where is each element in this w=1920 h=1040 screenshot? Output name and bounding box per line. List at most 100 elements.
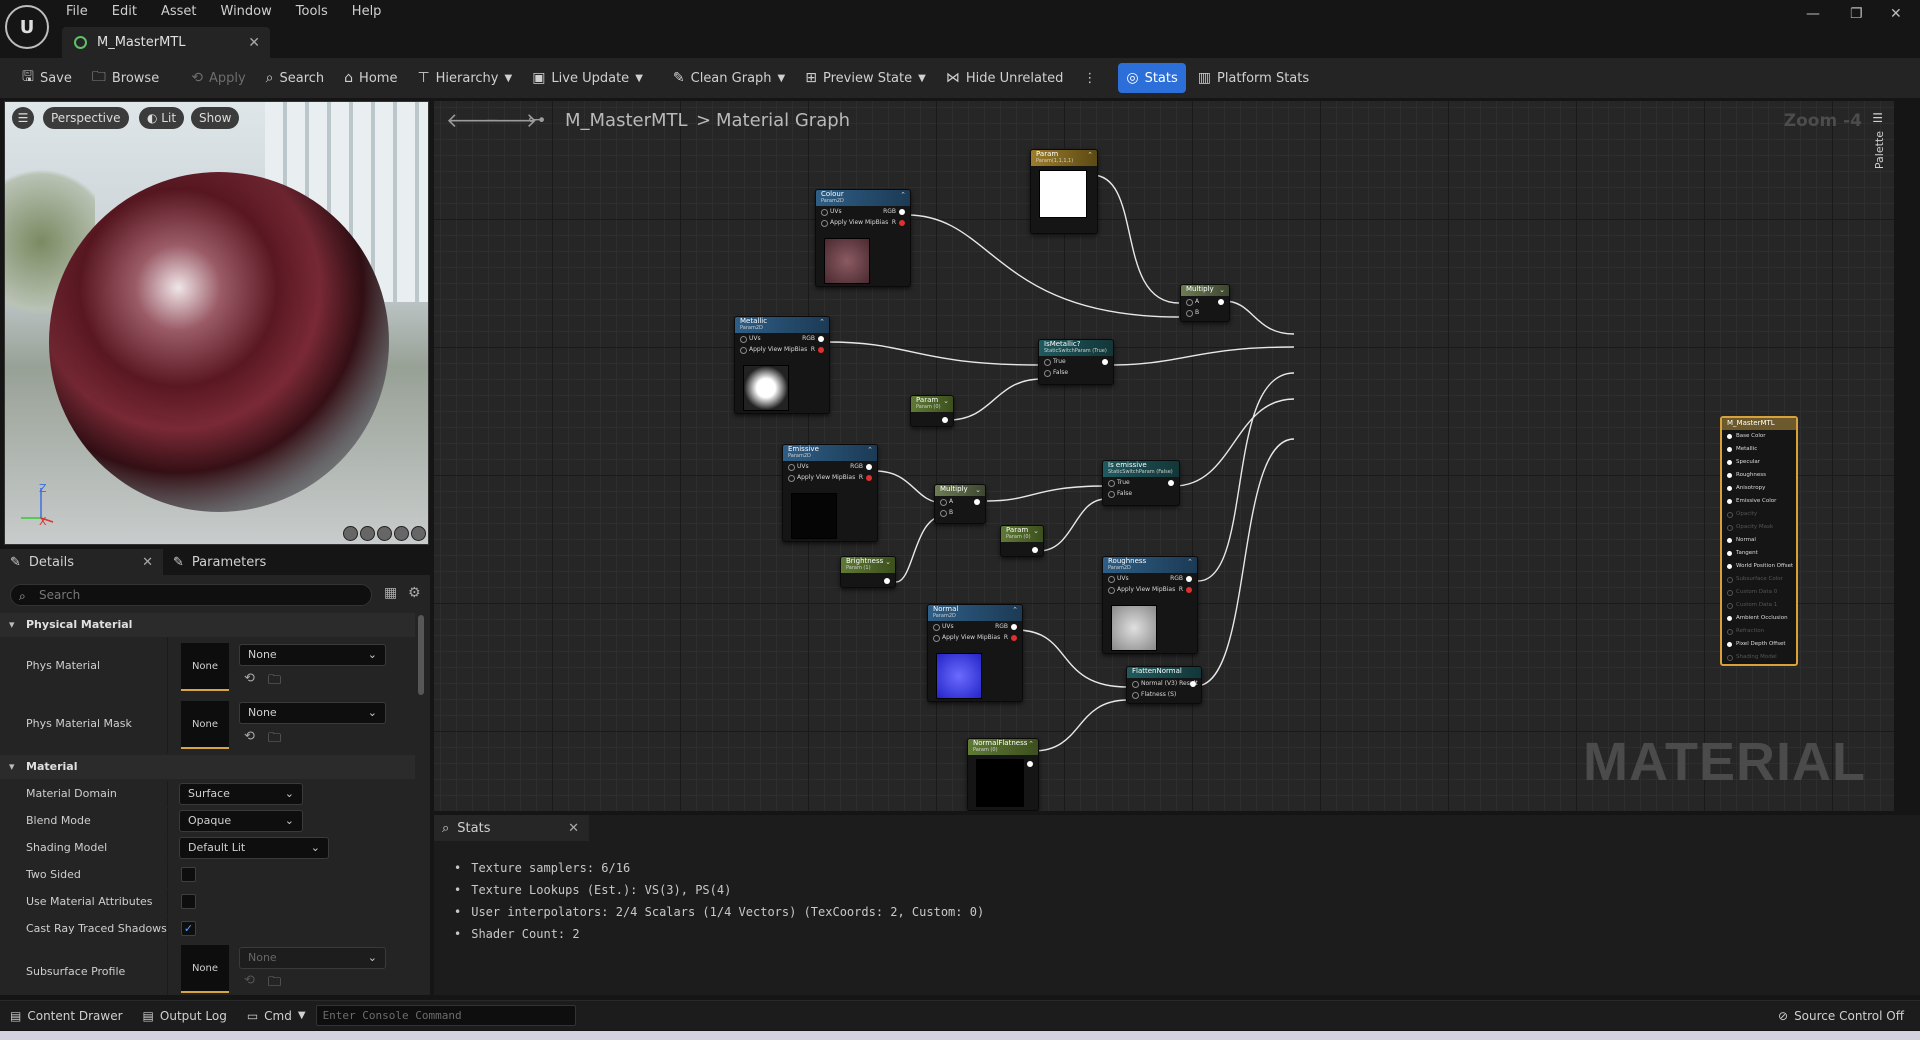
- collapse-icon[interactable]: ⌃: [900, 192, 906, 199]
- save-button[interactable]: 🖫Save: [14, 63, 80, 93]
- node-pin-uvs[interactable]: UVsRGB: [783, 461, 877, 472]
- stats-button[interactable]: ◎Stats: [1118, 63, 1185, 93]
- close-icon[interactable]: ✕: [568, 821, 579, 836]
- collapse-icon[interactable]: ⌄: [1033, 528, 1039, 535]
- search-button[interactable]: ⌕Search: [258, 63, 333, 93]
- pin-dot[interactable]: [1186, 576, 1192, 582]
- pin-dot[interactable]: [818, 336, 824, 342]
- node-colour-texture[interactable]: ColourParam2D⌃ UVsRGB Apply View MipBias…: [815, 189, 911, 287]
- preview-mesh-icon[interactable]: [411, 526, 426, 541]
- node-brightness[interactable]: BrightnessParam (1)⌄: [840, 556, 896, 588]
- preview-mesh-selector[interactable]: [336, 526, 426, 542]
- material-graph-canvas[interactable]: 🡐 🡒 ⊶ M_MasterMTL > Material Graph Zoom …: [434, 101, 1894, 811]
- category-physical-material[interactable]: Physical Material: [0, 613, 415, 637]
- master-input-pin[interactable]: Refraction: [1722, 625, 1796, 638]
- pin-dot[interactable]: [942, 417, 948, 423]
- console-command-input[interactable]: Enter Console Command: [316, 1005, 576, 1026]
- phys-material-dropdown[interactable]: None⌄: [239, 644, 386, 666]
- node-pin-b[interactable]: B: [1181, 307, 1229, 318]
- pin-dot[interactable]: [1190, 681, 1196, 687]
- live-update-button[interactable]: ▣Live Update▼: [524, 63, 651, 93]
- clean-graph-button[interactable]: ✎Clean Graph▼: [665, 63, 793, 93]
- node-pin-uvs[interactable]: UVsRGB: [816, 206, 910, 217]
- pin-dot[interactable]: [1168, 480, 1174, 486]
- master-input-pin[interactable]: Pixel Depth Offset: [1722, 638, 1796, 651]
- node-pin-mipbias[interactable]: Apply View MipBiasR: [735, 344, 829, 355]
- blend-mode-dropdown[interactable]: Opaque⌄: [179, 810, 303, 832]
- collapse-icon[interactable]: ⌃: [867, 447, 873, 454]
- details-scrollbar[interactable]: [418, 615, 424, 695]
- pin-dot[interactable]: [1011, 624, 1017, 630]
- node-pin-mipbias[interactable]: Apply View MipBiasR: [783, 472, 877, 483]
- stats-tab[interactable]: ⌕ Stats ✕: [434, 815, 589, 841]
- node-pin-uvs[interactable]: UVsRGB: [928, 621, 1022, 632]
- lit-button[interactable]: ◐ Lit: [139, 107, 184, 129]
- use-material-attributes-checkbox[interactable]: [181, 894, 196, 909]
- node-pin-a[interactable]: A: [935, 496, 985, 507]
- menu-tools[interactable]: Tools: [296, 1, 328, 23]
- source-control-button[interactable]: ⊘Source Control Off: [1768, 1001, 1914, 1031]
- output-log-button[interactable]: ▤Output Log: [133, 1001, 237, 1031]
- preview-sphere-icon[interactable]: [360, 526, 375, 541]
- node-normalflatness[interactable]: NormalFlatnessParam (0)⌃: [967, 738, 1039, 811]
- platform-stats-button[interactable]: ▥Platform Stats: [1190, 63, 1317, 93]
- category-material[interactable]: Material: [0, 755, 415, 779]
- master-input-pin[interactable]: Base Color: [1722, 430, 1796, 443]
- master-input-pin[interactable]: Emissive Color: [1722, 495, 1796, 508]
- viewport-menu-icon[interactable]: ☰: [12, 107, 34, 129]
- node-roughness-texture[interactable]: RoughnessParam2D⌃ UVsRGB Apply View MipB…: [1102, 556, 1198, 654]
- master-input-pin[interactable]: Roughness: [1722, 469, 1796, 482]
- browse-asset-icon[interactable]: 🗀: [268, 671, 281, 693]
- hierarchy-button[interactable]: ⊤Hierarchy▼: [409, 63, 520, 93]
- pin-dot[interactable]: [1027, 761, 1033, 767]
- node-pin-flatness[interactable]: Flatness (S): [1127, 689, 1201, 700]
- menu-edit[interactable]: Edit: [112, 1, 137, 23]
- node-pin-uvs[interactable]: UVsRGB: [1103, 573, 1197, 584]
- subsurface-profile-dropdown[interactable]: None⌄: [239, 947, 386, 969]
- master-input-pin[interactable]: Tangent: [1722, 547, 1796, 560]
- master-input-pin[interactable]: Opacity Mask: [1722, 521, 1796, 534]
- settings-gear-icon[interactable]: ⚙: [408, 585, 421, 601]
- content-drawer-button[interactable]: ▤Content Drawer: [0, 1001, 133, 1031]
- minimize-button[interactable]: —: [1806, 6, 1820, 22]
- pin-dot[interactable]: [974, 499, 980, 505]
- close-window-button[interactable]: ✕: [1890, 6, 1902, 22]
- close-icon[interactable]: ✕: [142, 555, 153, 570]
- browse-asset-icon[interactable]: 🗀: [268, 973, 281, 995]
- table-view-icon[interactable]: ▦: [384, 585, 397, 601]
- master-input-pin[interactable]: Custom Data 0: [1722, 586, 1796, 599]
- node-param-2[interactable]: ParamParam (0)⌄: [1000, 525, 1044, 557]
- node-pin-false[interactable]: False: [1103, 488, 1179, 499]
- node-pin-mipbias[interactable]: Apply View MipBiasR: [928, 632, 1022, 643]
- collapse-icon[interactable]: ⌃: [1087, 152, 1093, 159]
- home-button[interactable]: ⌂Home: [336, 63, 405, 93]
- details-search-input[interactable]: ⌕Search: [10, 584, 372, 606]
- pin-dot[interactable]: [899, 209, 905, 215]
- master-input-pin[interactable]: Opacity: [1722, 508, 1796, 521]
- hide-unrelated-button[interactable]: ⋈Hide Unrelated: [938, 63, 1072, 93]
- master-input-pin[interactable]: Anisotropy: [1722, 482, 1796, 495]
- show-button[interactable]: Show: [191, 107, 239, 129]
- apply-button[interactable]: ⟲Apply: [183, 63, 253, 93]
- preview-state-button[interactable]: ⊞Preview State▼: [797, 63, 934, 93]
- master-input-pin[interactable]: Custom Data 1: [1722, 599, 1796, 612]
- node-flattennormal[interactable]: FlattenNormal Normal (V3) Result Flatnes…: [1126, 666, 1202, 704]
- preview-cube-icon[interactable]: [394, 526, 409, 541]
- menu-asset[interactable]: Asset: [161, 1, 197, 23]
- subsurface-profile-thumbnail[interactable]: None: [181, 945, 229, 993]
- node-pin-true[interactable]: True: [1103, 477, 1179, 488]
- cast-ray-traced-shadows-checkbox[interactable]: ✓: [181, 921, 196, 936]
- master-input-pin[interactable]: Ambient Occlusion: [1722, 612, 1796, 625]
- master-input-pin[interactable]: Metallic: [1722, 443, 1796, 456]
- node-pin-false[interactable]: False: [1039, 367, 1113, 378]
- node-pin-uvs[interactable]: UVsRGB: [735, 333, 829, 344]
- preview-cylinder-icon[interactable]: [343, 526, 358, 541]
- close-tab-icon[interactable]: ✕: [248, 35, 260, 51]
- collapse-icon[interactable]: ⌃: [1028, 741, 1034, 748]
- master-input-pin[interactable]: Specular: [1722, 456, 1796, 469]
- pin-dot[interactable]: [1102, 359, 1108, 365]
- master-input-pin[interactable]: Subsurface Color: [1722, 573, 1796, 586]
- browse-asset-icon[interactable]: 🗀: [268, 729, 281, 751]
- pin-dot[interactable]: [866, 475, 872, 481]
- node-isemissive-switch[interactable]: Is emissiveStaticSwitchParam (False) Tru…: [1102, 460, 1180, 506]
